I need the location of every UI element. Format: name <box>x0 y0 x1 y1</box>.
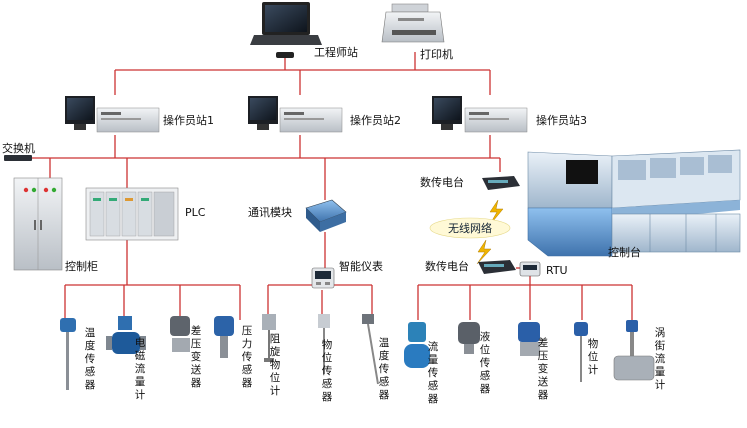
radio-top: 数传电台 <box>420 175 520 190</box>
wireless-network: 无线网络 <box>429 199 511 265</box>
network-switch: 交换机 <box>2 141 35 161</box>
operator-station-3: 操作员站3 <box>432 96 587 133</box>
operator-station-1: 操作员站1 <box>65 96 214 133</box>
rtu-label: RTU <box>546 264 568 277</box>
control-cabinet: 控制柜 <box>13 177 98 273</box>
printer-icon <box>381 3 445 43</box>
dp-transmitter-icon <box>170 316 190 352</box>
sensor-label: 温度传感器 <box>85 327 96 391</box>
workstation-icon <box>65 96 160 133</box>
module-icon <box>305 199 347 232</box>
radio-bottom-label: 数传电台 <box>425 259 469 273</box>
laptop-icon <box>250 2 322 58</box>
operator-station-2: 操作员站2 <box>248 96 401 133</box>
flow-sensor-icon <box>404 322 430 368</box>
flowmeter-icon <box>106 316 146 354</box>
sensor-label: 物位传感器 <box>322 338 333 403</box>
lightning-icon <box>476 239 492 265</box>
wireless-label-bubble <box>429 217 511 239</box>
sensor-label: 流量传感器 <box>428 340 439 405</box>
workstation-icon <box>248 96 343 133</box>
plc: PLC <box>85 187 206 241</box>
communication-module: 通讯模块 <box>248 199 347 232</box>
radio-bottom: 数传电台 <box>425 259 520 274</box>
dp-transmitter-icon <box>518 322 540 356</box>
sensor-label: 差压变送器 <box>191 324 202 389</box>
sensor-label: 压力传感器 <box>242 325 253 389</box>
meter-icon <box>311 267 335 289</box>
radio-icon <box>478 260 516 274</box>
engineer-station-label: 工程师站 <box>314 45 358 59</box>
sensor-label: 物位计 <box>588 337 599 376</box>
printer-label: 打印机 <box>420 47 453 61</box>
level-gauge-icon <box>574 322 588 382</box>
plc-icon <box>85 187 179 241</box>
cabinet-icon <box>13 177 63 271</box>
sensor-label: 涡街流量计 <box>655 327 666 391</box>
comm-module-label: 通讯模块 <box>248 206 292 219</box>
temperature-probe-icon <box>362 314 379 385</box>
switch-label: 交换机 <box>2 141 35 155</box>
sensor-label: 电磁流量计 <box>135 336 146 401</box>
operator-1-label: 操作员站1 <box>163 113 214 127</box>
engineer-station: 工程师站 <box>250 2 358 59</box>
sensor-labels: 温度传感器 电磁流量计 差压变送器 压力传感器 阻旋物位计 物位传感器 温度传感器 流量传感器… <box>85 324 666 405</box>
console-icon <box>527 149 741 257</box>
temperature-sensor-icon <box>60 318 76 390</box>
rtu: RTU <box>519 261 568 277</box>
plc-label: PLC <box>185 206 206 219</box>
connection-lines <box>8 52 633 320</box>
switch-icon <box>4 155 32 161</box>
sensor-label: 液位传感器 <box>480 330 491 395</box>
control-cabinet-label: 控制柜 <box>65 259 98 273</box>
console-label: 控制台 <box>608 245 641 259</box>
sensor-label: 差压变送器 <box>538 336 549 401</box>
workstation-icon <box>432 96 528 133</box>
level-switch-icon <box>262 314 276 362</box>
mouse-icon <box>276 52 294 58</box>
operator-3-label: 操作员站3 <box>536 113 587 127</box>
wireless-label: 无线网络 <box>448 221 492 235</box>
liquid-level-icon <box>458 322 480 354</box>
smart-meter: 智能仪表 <box>311 259 383 289</box>
pressure-sensor-icon <box>214 316 234 358</box>
printer: 打印机 <box>381 3 453 61</box>
vortex-flowmeter-icon <box>613 320 655 381</box>
level-sensor-icon <box>318 314 330 374</box>
radio-top-label: 数传电台 <box>420 175 464 189</box>
operator-2-label: 操作员站2 <box>350 113 401 127</box>
rtu-icon <box>519 261 541 277</box>
smart-meter-label: 智能仪表 <box>339 259 383 273</box>
sensor-label: 阻旋物位计 <box>270 333 281 397</box>
sensor-label: 温度传感器 <box>379 337 390 401</box>
control-console: 控制台 <box>527 149 741 259</box>
radio-icon <box>482 176 520 190</box>
